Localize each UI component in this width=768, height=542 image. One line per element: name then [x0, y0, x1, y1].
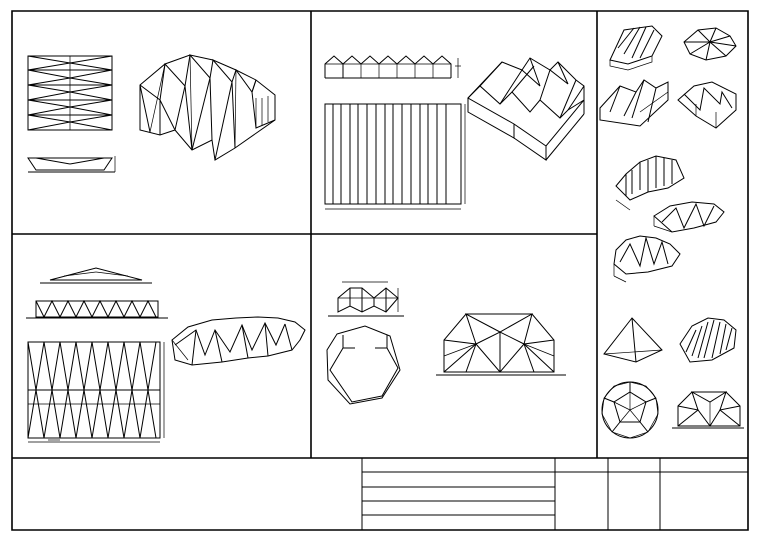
- thumbnail-pyramid: [604, 318, 662, 362]
- sawtooth-plan-drawing: [325, 104, 465, 209]
- thumbnail-prism-folds: [610, 26, 662, 70]
- panel-right-column: [600, 26, 744, 438]
- dome-plan-drawing: [327, 326, 400, 404]
- panel-bottom-left: [26, 268, 305, 442]
- barrel-axonometric: [172, 317, 305, 365]
- sawtooth-axonometric: [468, 58, 584, 160]
- dome-elevation-large: [436, 314, 566, 375]
- thumbnail-geodesic-dome: [602, 382, 658, 438]
- dome-elevation-drawing: [328, 282, 404, 316]
- thumbnail-accordion: [616, 156, 684, 210]
- zigzag-plan-drawing: [28, 56, 112, 130]
- barrel-plan-drawing: [28, 342, 164, 442]
- panel-top-middle: [325, 56, 584, 209]
- title-block: [362, 458, 748, 530]
- thumbnail-zigzag-shed: [678, 82, 736, 128]
- thumbnail-radial-dome: [684, 28, 736, 60]
- barrel-section-drawing: [26, 301, 168, 318]
- sawtooth-elevation-drawing: [325, 56, 461, 78]
- thumbnail-ribbed-vault: [680, 318, 736, 362]
- thumbnail-folded-barrel: [654, 202, 724, 232]
- panel-top-left: [28, 55, 275, 172]
- thumbnail-dome-elevation: [672, 392, 744, 428]
- zigzag-vault-axonometric: [140, 55, 275, 160]
- thumbnail-sawtooth-block: [600, 80, 668, 126]
- sheet-frame: [12, 11, 748, 530]
- zigzag-elevation-drawing: [28, 156, 115, 172]
- thumbnail-folded-vault: [614, 236, 680, 282]
- panel-bottom-middle: [327, 282, 566, 404]
- barrel-elevation-drawing: [40, 268, 152, 283]
